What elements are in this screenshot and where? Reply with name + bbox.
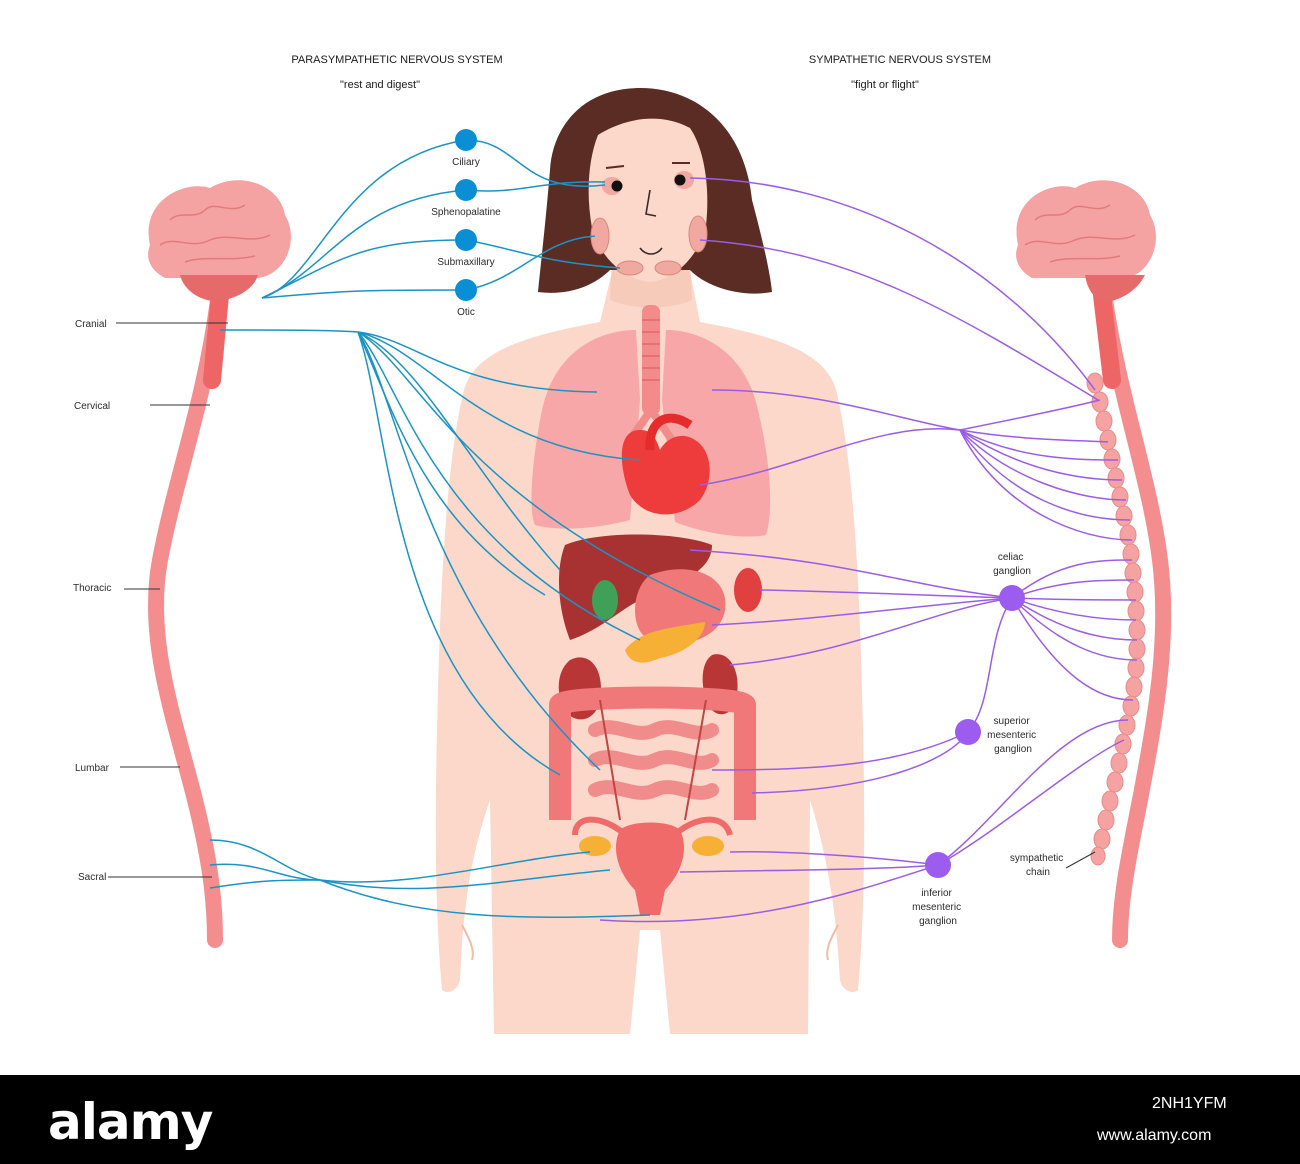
right-cerebellum (1085, 275, 1145, 302)
left-spinal-cord-upper (203, 286, 229, 389)
sympathetic-chain-leader (1065, 851, 1096, 869)
left-spinal-cord (147, 292, 226, 948)
otic-ganglion-node (455, 279, 477, 301)
sympathetic-chain-label: sympathetic chain (1010, 853, 1066, 878)
submaxillary-ganglion-node (455, 229, 477, 251)
right-brain (1016, 180, 1156, 278)
face-features (590, 162, 708, 276)
parotid-right (688, 215, 708, 253)
cranial-label: Cranial (75, 319, 107, 330)
small-intestine (588, 720, 719, 800)
mouth (639, 247, 663, 255)
nervous-system-diagram: PARASYMPATHETIC NERVOUS SYSTEM "rest and… (73, 54, 1172, 1034)
left-lung (531, 330, 640, 529)
cervical-label: Cervical (74, 401, 110, 412)
arm-crease-left (461, 924, 474, 961)
sphenopalatine-ganglion-node (455, 179, 477, 201)
thoracic-label: Thoracic (73, 583, 111, 594)
nose (645, 189, 657, 217)
superior-mesenteric-ganglion-node (955, 719, 981, 745)
right-spinal-cord (1097, 292, 1172, 948)
ciliary-label: Ciliary (452, 157, 480, 168)
left-eye (611, 180, 623, 192)
celiac-ganglion-node (999, 585, 1025, 611)
salivary-right (654, 260, 682, 276)
sympathetic-chain-beads (1086, 372, 1146, 866)
parasympathetic-nerves (209, 139, 721, 919)
ureters (599, 699, 707, 821)
inferior-mesenteric-ganglion-node (925, 852, 951, 878)
left-brain (148, 180, 291, 278)
image-id: 2NH1YFM (1152, 1095, 1227, 1112)
spine-region-labels: Cranial Cervical Thoracic Lumbar Sacral (73, 319, 228, 883)
watermark-logo: alamy (48, 1093, 213, 1151)
lumbar-label: Lumbar (75, 763, 110, 774)
right-brain-folds (1024, 204, 1136, 263)
uterus (615, 822, 685, 915)
organs (531, 305, 771, 915)
sympathetic-nerves (599, 177, 1138, 923)
inferior-mesenteric-label: inferior mesenteric ganglion (912, 888, 964, 927)
left-cerebellum (180, 275, 258, 302)
sphenopalatine-label: Sphenopalatine (431, 207, 501, 218)
ciliary-ganglion-node (455, 129, 477, 151)
trachea (642, 305, 660, 415)
left-brain-folds (159, 204, 271, 263)
salivary-left (616, 260, 644, 276)
left-ovary (579, 836, 611, 856)
spleen (734, 568, 762, 612)
sympathetic-subtitle: "fight or flight" (851, 79, 919, 91)
arm-crease-right (826, 924, 839, 961)
heart (621, 430, 710, 515)
sacral-label: Sacral (78, 872, 106, 883)
pancreas (625, 622, 705, 663)
celiac-label: celiac ganglion (993, 552, 1031, 577)
right-eye (674, 174, 686, 186)
watermark-footer: alamy 2NH1YFM www.alamy.com (0, 1075, 1300, 1164)
right-spinal-cord-upper (1093, 286, 1121, 389)
superior-mesenteric-label: superior mesenteric ganglion (987, 716, 1039, 755)
cranial-ganglia: Ciliary Sphenopalatine Submaxillary Otic (431, 129, 501, 318)
trachea-rings (642, 319, 660, 381)
submaxillary-label: Submaxillary (437, 257, 494, 268)
left-brain-spine (147, 180, 291, 948)
eyebrow-left (605, 165, 625, 169)
right-brain-spine (1016, 180, 1172, 948)
watermark-site: www.alamy.com (1097, 1127, 1212, 1144)
parasympathetic-title: PARASYMPATHETIC NERVOUS SYSTEM (291, 54, 502, 66)
sympathetic-ganglia: celiac ganglion superior mesenteric gang… (912, 552, 1096, 927)
aorta (645, 413, 693, 451)
right-ovary (692, 836, 724, 856)
parasympathetic-subtitle: "rest and digest" (340, 79, 420, 91)
fallopian-tubes (572, 816, 733, 837)
large-intestine (549, 686, 756, 820)
sympathetic-title: SYMPATHETIC NERVOUS SYSTEM (809, 54, 991, 66)
otic-label: Otic (457, 307, 475, 318)
gallbladder (592, 580, 618, 620)
